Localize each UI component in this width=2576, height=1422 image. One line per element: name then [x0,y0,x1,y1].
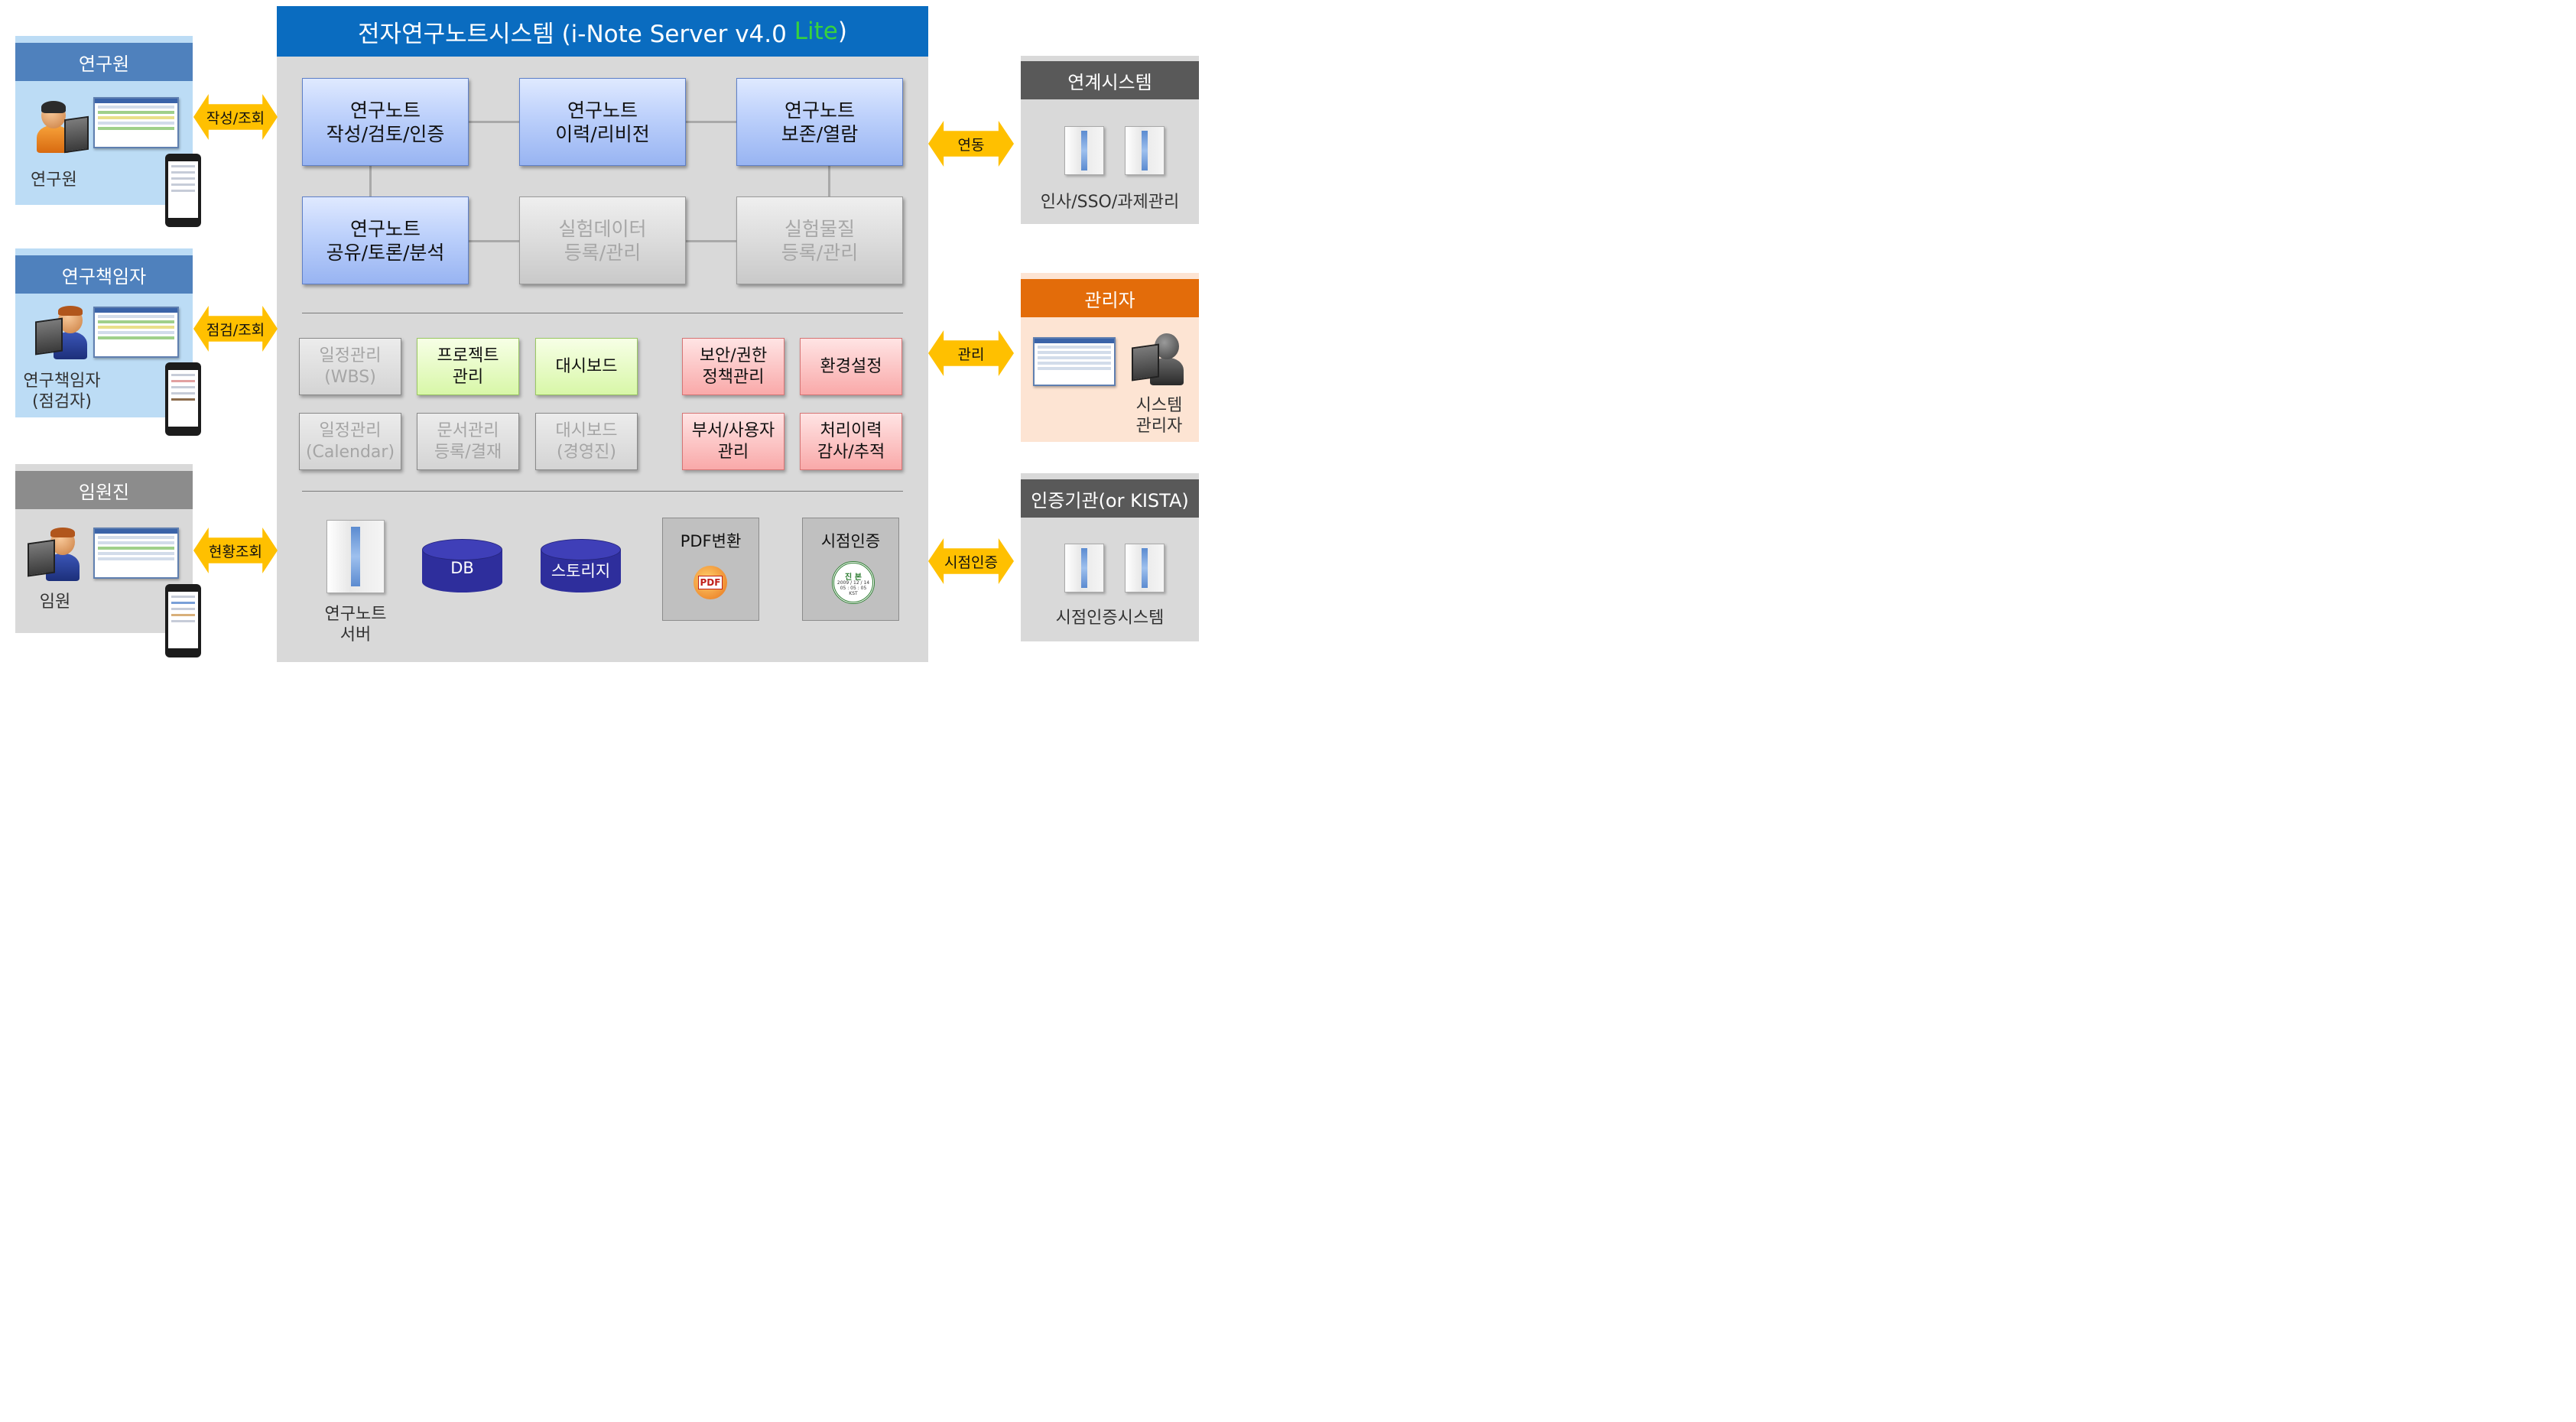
pdf-label: PDF변환 [663,529,759,552]
fn-dashboard: 대시보드 [535,338,638,395]
connector [468,121,520,123]
lead-header: 연구책임자 [15,255,193,294]
lead-phone-icon [165,362,201,436]
arrow-label: 현황조회 [209,541,262,561]
storage-label: 스토리지 [541,559,621,582]
fn-schedule-wbs: 일정관리 (WBS) [299,338,401,395]
seal-kst: KST [834,591,872,596]
fn-dashboard-exec: 대시보드 (경영진) [535,413,638,470]
arrow-label: 작성/조회 [206,107,265,128]
researcher-screen-thumbnail [93,97,179,148]
fn-document: 문서관리 등록/결재 [417,413,519,470]
cert-authority-label: 시점인증시스템 [1021,608,1199,628]
pdf-icon-text: PDF [698,576,723,589]
pdf-icon: PDF [694,566,727,599]
arrow-status-view: 현황조회 [193,528,278,573]
arrow-label: 점검/조회 [206,319,265,339]
admin-user-icon [1130,330,1185,387]
module-exp-material: 실험물질 등록/관리 [736,196,903,284]
researcher-header: 연구원 [15,43,193,81]
connector [468,240,520,242]
executive-label: 임원 [29,592,81,612]
connector [685,240,737,242]
timestamp-label: 시점인증 [803,529,898,552]
server-icon [1125,126,1165,175]
system-title-lite: Lite [794,18,838,45]
server-icon [1064,126,1104,175]
arrow-label: 연동 [958,134,985,154]
researcher-phone-icon [165,154,201,227]
admin-header: 관리자 [1021,279,1199,317]
lead-screen-thumbnail [93,307,179,358]
server-label: 연구노트 서버 [306,604,405,645]
pdf-converter-box: PDF변환 PDF [662,518,759,621]
fn-security: 보안/권한 정책관리 [682,338,784,395]
executive-phone-icon [165,584,201,657]
db-label: DB [422,559,502,577]
seal-date: 2009 / 12 / 14 [834,580,872,586]
system-title-text: 전자연구노트시스템 (i-Note Server v4.0 [358,15,794,49]
admin-screen-thumbnail [1033,337,1116,386]
arrow-write-view: 작성/조회 [193,94,278,140]
executive-screen-thumbnail [93,528,179,579]
storage-icon: 스토리지 [541,539,621,594]
module-note-history: 연구노트 이력/리비전 [519,78,686,166]
lead-user-icon [34,304,89,361]
server-icon [1125,544,1165,592]
arrow-integration: 연동 [928,121,1014,167]
arrow-check-view: 점검/조회 [193,306,278,352]
fn-users: 부서/사용자 관리 [682,413,784,470]
linked-system-label: 인사/SSO/과제관리 [1021,192,1199,213]
seal-time: 05 : 05 : 05 [834,586,872,591]
arrow-timestamp: 시점인증 [928,538,1014,584]
arrow-label: 시점인증 [944,551,998,572]
executive-user-icon [26,526,81,583]
researcher-label: 연구원 [31,170,89,190]
fn-schedule-calendar: 일정관리 (Calendar) [299,413,401,470]
cert-authority-header: 인증기관(or KISTA) [1021,479,1199,518]
connector [685,121,737,123]
fn-audit: 처리이력 감사/추적 [800,413,902,470]
module-note-archive: 연구노트 보존/열람 [736,78,903,166]
server-icon [1064,544,1104,592]
executive-header: 임원진 [15,471,193,509]
module-note-write: 연구노트 작성/검토/인증 [302,78,469,166]
lead-label: 연구책임자 (점검자) [15,371,109,412]
divider [302,491,903,492]
fn-project: 프로젝트 관리 [417,338,519,395]
module-exp-data: 실험데이터 등록/관리 [519,196,686,284]
connector [828,165,830,197]
timestamp-box: 시점인증 진 본 2009 / 12 / 14 05 : 05 : 05 KST [802,518,899,621]
fn-settings: 환경설정 [800,338,902,395]
admin-label: 시스템 관리자 [1124,395,1194,437]
timestamp-seal-icon: 진 본 2009 / 12 / 14 05 : 05 : 05 KST [832,561,875,604]
connector [369,165,372,197]
arrow-label: 관리 [958,343,985,364]
system-title-end: ) [838,18,847,45]
server-icon [326,520,385,593]
module-note-share: 연구노트 공유/토론/분석 [302,196,469,284]
db-icon: DB [422,539,502,594]
linked-system-header: 연계시스템 [1021,61,1199,99]
system-title: 전자연구노트시스템 (i-Note Server v4.0 Lite) [277,6,928,57]
researcher-user-icon [35,99,89,154]
arrow-manage: 관리 [928,330,1014,376]
